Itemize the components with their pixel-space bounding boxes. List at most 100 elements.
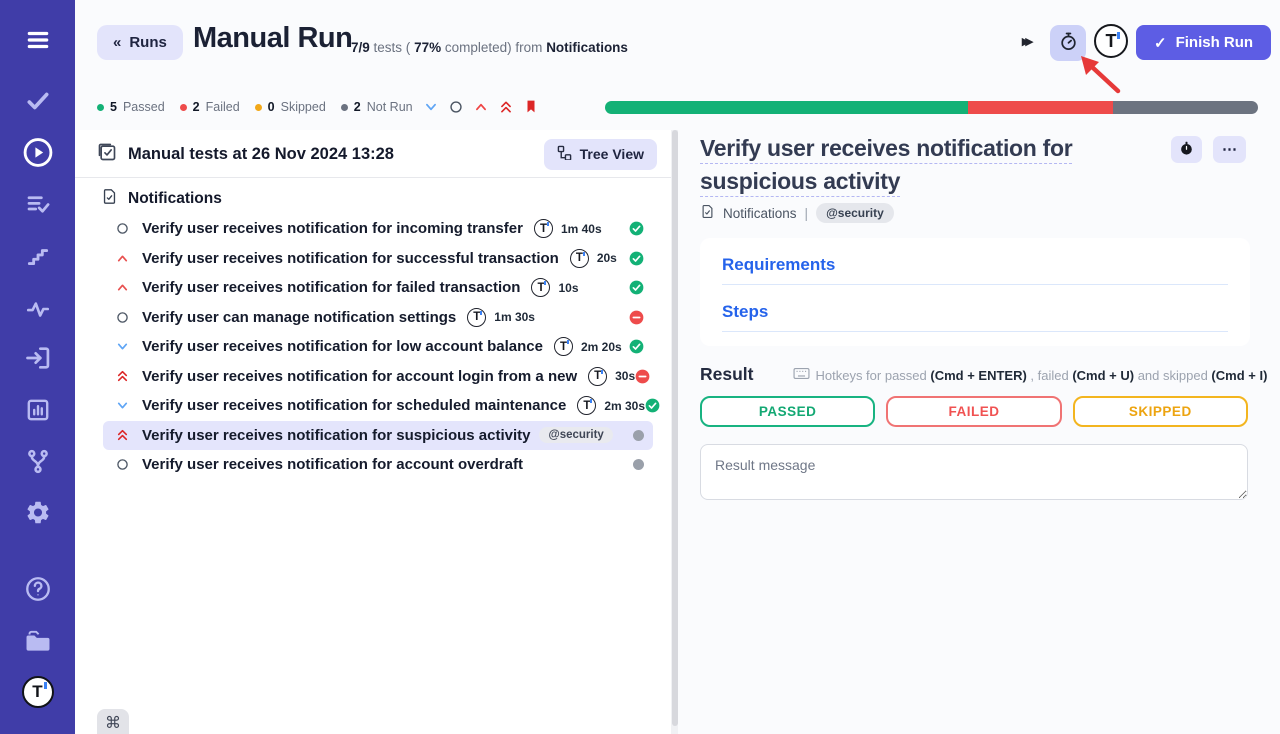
testomat-logo-icon: T: [467, 307, 487, 327]
settings-gear-icon[interactable]: [24, 499, 51, 526]
requirements-link[interactable]: Requirements: [722, 255, 836, 274]
panel-scrollbar-thumb[interactable]: [671, 130, 678, 726]
notrun-dot-icon: [340, 103, 348, 111]
priority-high-icon: [116, 281, 129, 294]
steps-link[interactable]: Steps: [722, 302, 769, 321]
test-row[interactable]: Verify user receives notification for sc…: [103, 391, 660, 421]
test-title: Verify user receives notification for ac…: [142, 456, 523, 474]
list-header: Manual tests at 26 Nov 2024 13:28 Tree V…: [97, 138, 657, 170]
test-title: Verify user receives notification for lo…: [142, 338, 543, 356]
divider: [75, 177, 672, 178]
back-to-runs-button[interactable]: « Runs: [97, 25, 183, 60]
status-passed-icon: [645, 398, 660, 413]
priority-critical-icon: [116, 369, 129, 383]
test-duration: 1m 40s: [560, 221, 602, 236]
finish-run-button[interactable]: ✓ Finish Run: [1136, 25, 1272, 60]
verdict-buttons: PASSED FAILED SKIPPED: [700, 396, 1248, 427]
priority-normal-icon: [116, 311, 129, 324]
requirements-section: Requirements: [722, 238, 1228, 285]
sidebar: T: [0, 0, 75, 734]
stopwatch-filled-icon: [1179, 140, 1194, 159]
breadcrumb: Notifications | @security: [700, 203, 894, 223]
command-hotkey-button[interactable]: ⌘: [97, 709, 129, 734]
skipped-button[interactable]: SKIPPED: [1072, 396, 1248, 427]
timer-button[interactable]: [1050, 25, 1086, 61]
security-tag-badge[interactable]: @security: [816, 203, 894, 223]
test-row[interactable]: Verify user receives notification for su…: [103, 420, 653, 450]
test-content-card: Requirements Steps: [700, 238, 1250, 346]
test-row[interactable]: Verify user receives notification for lo…: [103, 332, 653, 362]
testomat-logo-icon: T: [569, 248, 589, 268]
test-duration: 2m 30s: [604, 398, 646, 413]
testomat-logo-icon: T: [588, 366, 608, 386]
priority-low-icon: [116, 340, 129, 353]
priority-important-filter-icon[interactable]: [499, 100, 513, 114]
import-login-icon[interactable]: [24, 344, 52, 372]
test-row[interactable]: Verify user receives notification for ac…: [103, 362, 653, 392]
panel-scrollbar-track: [671, 130, 678, 734]
check-icon: ✓: [1154, 34, 1167, 52]
priority-high-filter-icon[interactable]: [474, 100, 488, 114]
reports-bar-chart-icon[interactable]: [25, 397, 51, 423]
test-title: Verify user can manage notification sett…: [142, 308, 457, 326]
test-duration: 2m 20s: [580, 339, 622, 354]
skipped-dot-icon: [254, 103, 262, 111]
breadcrumb-suite[interactable]: Notifications: [723, 205, 797, 221]
passed-button[interactable]: PASSED: [700, 396, 876, 427]
test-row[interactable]: Verify user receives notification for in…: [103, 214, 653, 244]
test-row[interactable]: Verify user receives notification for ac…: [103, 450, 653, 480]
priority-normal-filter-icon[interactable]: [449, 100, 463, 114]
progress-segment-failed: [968, 101, 1114, 114]
test-row[interactable]: Verify user receives notification for su…: [103, 244, 653, 274]
detail-timer-button[interactable]: [1171, 136, 1202, 163]
test-title: Verify user receives notification for su…: [142, 426, 531, 444]
test-title: Verify user receives notification for su…: [142, 249, 559, 267]
priority-low-filter-icon[interactable]: [424, 100, 438, 114]
test-detail-title: Verify user receives notification for su…: [700, 132, 1168, 198]
steps-stairs-icon[interactable]: [25, 243, 51, 269]
testomat-logo-button[interactable]: T: [21, 676, 54, 708]
tree-view-icon: [557, 145, 572, 163]
run-name: Manual tests at 26 Nov 2024 13:28: [128, 144, 394, 163]
menu-icon[interactable]: [23, 27, 53, 53]
priority-normal-icon: [116, 222, 129, 235]
failed-button[interactable]: FAILED: [886, 396, 1062, 427]
passed-dot-icon: [97, 103, 104, 111]
more-actions-button[interactable]: ⋯: [1213, 136, 1246, 163]
pulse-analytics-icon[interactable]: [25, 296, 51, 322]
priority-critical-bookmark-icon[interactable]: [524, 99, 538, 114]
branches-git-icon[interactable]: [24, 448, 51, 475]
page-title: Manual Run: [193, 22, 353, 54]
tree-view-button[interactable]: Tree View: [543, 138, 657, 170]
priority-normal-icon: [116, 458, 129, 471]
test-list: Verify user receives notification for in…: [103, 214, 660, 480]
test-row[interactable]: Verify user receives notification for fa…: [103, 273, 653, 303]
projects-folder-icon[interactable]: [23, 627, 52, 656]
runs-play-icon[interactable]: [22, 137, 53, 168]
status-notrun-icon: [633, 429, 644, 441]
test-duration: 20s: [596, 251, 617, 266]
tests-check-icon[interactable]: [25, 88, 51, 114]
keyboard-icon: [793, 367, 810, 383]
account-logo-button[interactable]: T: [1094, 24, 1128, 58]
test-list-panel: Manual tests at 26 Nov 2024 13:28 Tree V…: [75, 130, 672, 734]
test-title: Verify user receives notification for in…: [142, 220, 523, 238]
test-row[interactable]: Verify user can manage notification sett…: [103, 303, 653, 333]
hotkeys-hint: Hotkeys for passed (Cmd + ENTER) , faile…: [793, 367, 1267, 383]
testomat-logo-icon: T: [533, 219, 553, 239]
result-message-input[interactable]: [700, 444, 1248, 500]
progress-segment-passed: [605, 101, 969, 114]
plans-list-check-icon[interactable]: [24, 191, 51, 218]
ellipsis-icon: ⋯: [1222, 140, 1237, 158]
fast-forward-icon[interactable]: ▸▸: [1022, 33, 1033, 50]
suite-folder-row[interactable]: Notifications: [101, 185, 222, 213]
file-check-icon: [101, 187, 118, 211]
run-progress-subtitle: 7/9 tests ( 77% completed) from Notifica…: [351, 40, 628, 55]
testomat-logo-icon: T: [553, 337, 573, 357]
help-question-icon[interactable]: [24, 575, 52, 603]
stopwatch-icon: [1058, 31, 1079, 55]
